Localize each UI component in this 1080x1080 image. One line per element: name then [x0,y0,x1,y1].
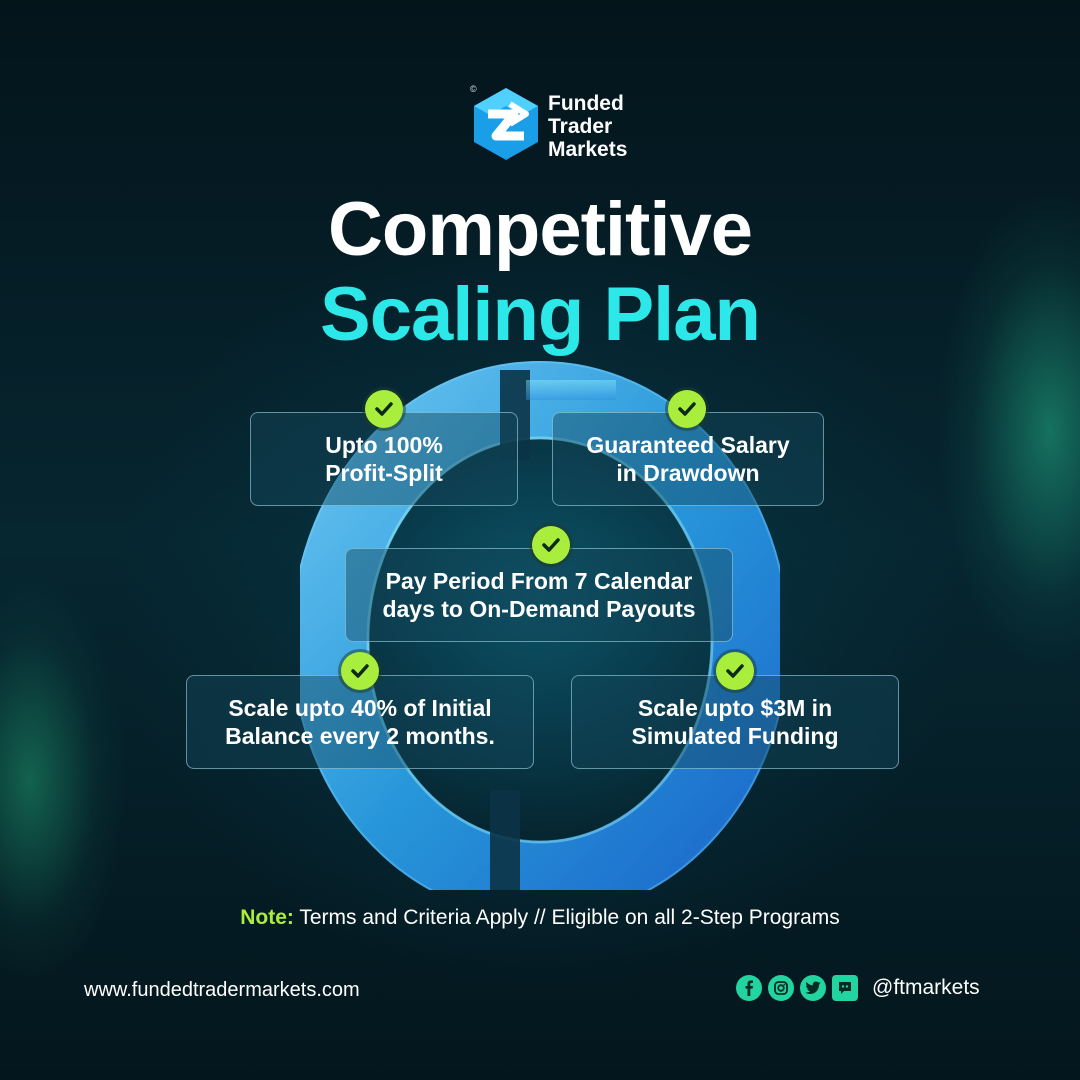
twitter-icon[interactable] [800,975,826,1001]
discord-icon[interactable] [832,975,858,1001]
feature-text: Guaranteed Salary in Drawdown [586,432,790,486]
feature-card-scale-funding: Scale upto $3M in Simulated Funding [571,675,899,769]
ring-graphic [300,361,780,890]
copyright-mark: © [470,84,477,94]
feature-card-scale-balance: Scale upto 40% of Initial Balance every … [186,675,534,769]
terms-note: Note: Terms and Criteria Apply // Eligib… [0,906,1080,930]
check-icon [532,526,570,564]
headline-line1: Competitive [328,187,753,272]
note-text: Terms and Criteria Apply // Eligible on … [293,906,840,929]
feature-text: Scale upto $3M in Simulated Funding [631,695,839,749]
logo-mark-icon [474,88,538,160]
feature-card-pay-period: Pay Period From 7 Calendar days to On-De… [345,548,733,642]
note-label: Note: [240,906,294,929]
brand-name: Funded Trader Markets [548,92,628,161]
brand-logo: © Funded Trader Markets [470,84,650,164]
facebook-icon[interactable] [736,975,762,1001]
feature-text: Upto 100% Profit-Split [325,432,443,486]
check-icon [716,652,754,690]
social-handle: @ftmarkets [872,976,980,999]
website-link[interactable]: www.fundedtradermarkets.com [84,979,360,1001]
feature-text: Scale upto 40% of Initial Balance every … [225,695,495,749]
check-icon [341,652,379,690]
check-icon [668,390,706,428]
feature-text: Pay Period From 7 Calendar days to On-De… [382,568,696,622]
check-icon [365,390,403,428]
headline-line2: Scaling Plan [320,272,761,357]
instagram-icon[interactable] [768,975,794,1001]
